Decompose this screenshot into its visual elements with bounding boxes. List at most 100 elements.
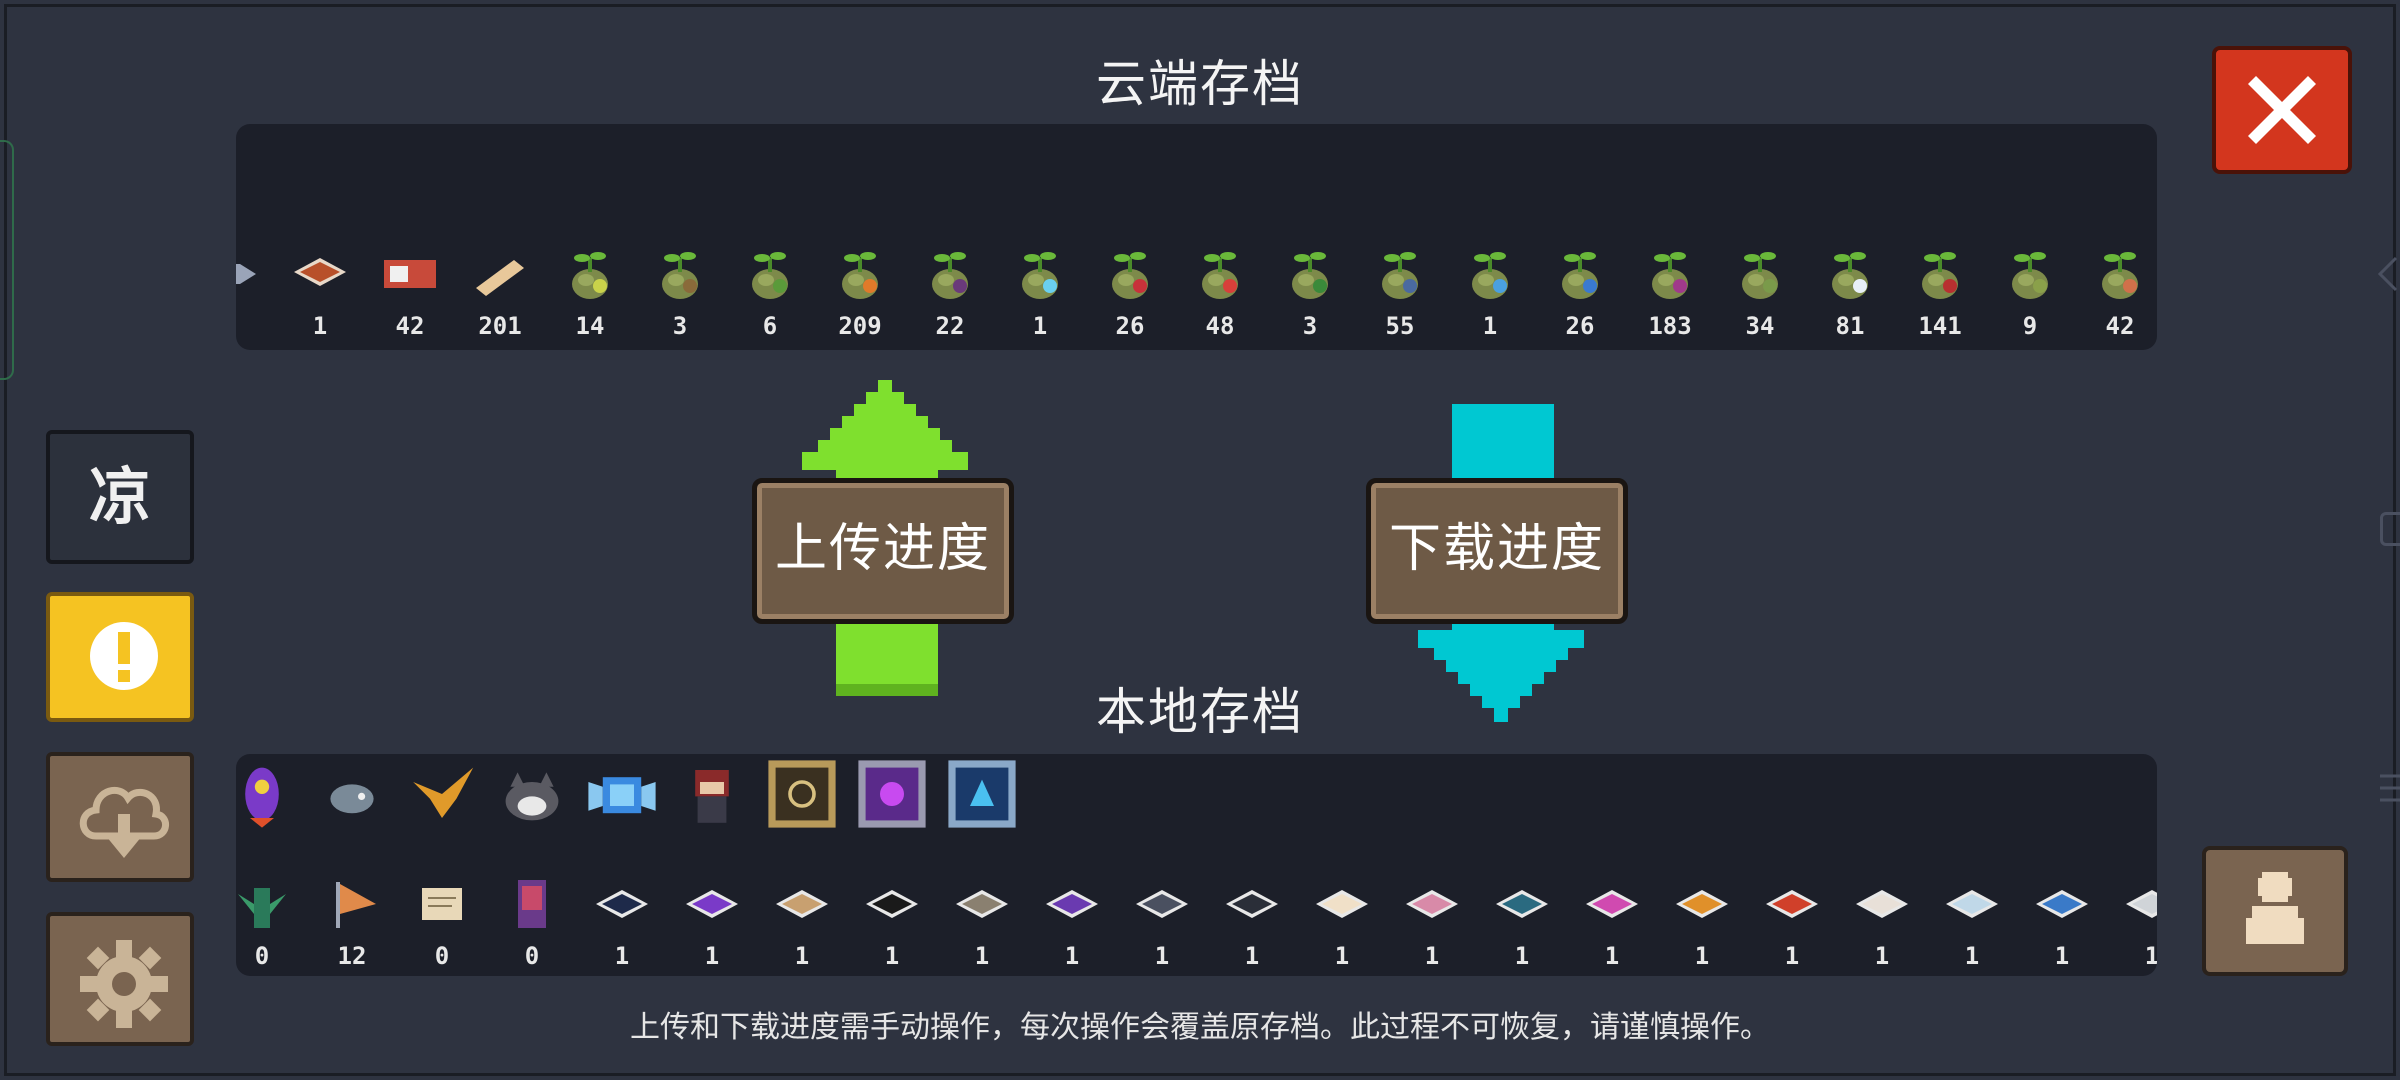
item-count: 1	[1064, 942, 1080, 970]
item-count: 1	[1424, 942, 1440, 970]
grey-cat-pet-icon	[496, 758, 568, 830]
inventory-item: 1	[1662, 874, 1742, 976]
inventory-item: 3	[640, 244, 720, 348]
pale-tile-icon	[2122, 874, 2157, 934]
white-red-tile-icon	[1852, 874, 1912, 934]
item-count: 1	[1154, 942, 1170, 970]
inventory-item	[582, 756, 662, 846]
cream-tile-icon	[1312, 874, 1372, 934]
inventory-item: 1	[1392, 874, 1472, 976]
item-count: 1	[704, 942, 720, 970]
seed-pod-blue-leaf-icon	[1550, 244, 1610, 304]
inventory-item	[236, 756, 302, 846]
seed-pod-purple-red-icon	[1640, 244, 1700, 304]
violet-tile-icon	[1042, 874, 1102, 934]
item-count: 6	[762, 312, 778, 340]
inventory-item	[942, 756, 1022, 846]
cloud-save-panel[interactable]: 2142201143620922126483551261833481141942	[236, 124, 2157, 350]
magenta-tile-icon	[1582, 874, 1642, 934]
inventory-item	[852, 756, 932, 846]
profile-button[interactable]	[2202, 846, 2348, 976]
item-count: 1	[974, 942, 990, 970]
wood-plank-icon	[470, 244, 530, 304]
light-blue-tile-icon	[1942, 874, 2002, 934]
inventory-item: 1	[582, 874, 662, 976]
inventory-item: 42	[2080, 244, 2157, 348]
logo-button[interactable]: 凉	[46, 430, 194, 564]
seed-pod-dark-flower-icon	[920, 244, 980, 304]
person-icon	[2246, 872, 2304, 944]
download-progress-button[interactable]: 下载进度	[1366, 478, 1628, 624]
exclamation-icon	[90, 622, 158, 690]
cloud-sync-button[interactable]	[46, 752, 194, 882]
inventory-item: 201	[460, 244, 540, 348]
warning-notice: 上传和下载进度需手动操作，每次操作会覆盖原存档。此过程不可恢复，请谨慎操作。	[630, 1010, 1770, 1045]
alert-button[interactable]	[46, 592, 194, 722]
pink-tile-icon	[1402, 874, 1462, 934]
purple-rocket-icon	[236, 758, 298, 830]
item-count: 3	[672, 312, 688, 340]
left-edge-line	[0, 140, 14, 380]
inventory-item: 42	[370, 244, 450, 348]
upload-progress-button[interactable]: 上传进度	[752, 478, 1014, 624]
inventory-item: 6	[730, 244, 810, 348]
blue-frame-skin-icon	[946, 758, 1018, 830]
inventory-item: 1	[2112, 874, 2157, 976]
inventory-item: 209	[820, 244, 900, 348]
inventory-item: 1	[1032, 874, 1112, 976]
item-count: 1	[884, 942, 900, 970]
inventory-item: 1	[1482, 874, 1562, 976]
item-count: 1	[312, 312, 328, 340]
inventory-item: 1	[1752, 874, 1832, 976]
item-count: 1	[1874, 942, 1890, 970]
item-count: 1	[614, 942, 630, 970]
gear-icon	[80, 940, 168, 1028]
close-button[interactable]	[2212, 46, 2352, 174]
inventory-item: 1	[1122, 874, 1202, 976]
orange-dragon-pet-icon	[406, 758, 478, 830]
inventory-item: 0	[492, 874, 572, 976]
inventory-item: 1	[1572, 874, 1652, 976]
settings-button[interactable]	[46, 912, 194, 1046]
inventory-item: 26	[1090, 244, 1170, 348]
seed-pod-yellow-sprout-icon	[560, 244, 620, 304]
inventory-item: 22	[910, 244, 990, 348]
menu-gesture-icon[interactable]	[2380, 768, 2400, 808]
seed-pod-green-icon	[740, 244, 800, 304]
inventory-item: 1	[1932, 874, 2012, 976]
item-count: 55	[1385, 312, 1415, 340]
ticket-card-icon	[380, 244, 440, 304]
item-count: 1	[794, 942, 810, 970]
arrow-tag-icon	[236, 244, 260, 304]
seed-pod-twig-icon	[650, 244, 710, 304]
cloud-download-icon	[79, 786, 169, 858]
inventory-item: 1	[280, 244, 360, 348]
item-count: 201	[478, 312, 522, 340]
inventory-item: 3	[1270, 244, 1350, 348]
purple-frame-skin-icon	[856, 758, 928, 830]
inventory-item	[312, 756, 392, 846]
seed-pod-blue-flower-icon	[1460, 244, 1520, 304]
orange-tile-icon	[1672, 874, 1732, 934]
inventory-item: 1	[852, 874, 932, 976]
item-count: 12	[337, 942, 367, 970]
item-count: 42	[2105, 312, 2135, 340]
home-gesture-icon[interactable]	[2380, 512, 2400, 546]
inventory-item: 1	[762, 874, 842, 976]
cloud-item-strip[interactable]: 2142201143620922126483551261833481141942	[236, 124, 2157, 350]
inventory-item: 1	[672, 874, 752, 976]
inventory-item: 14	[550, 244, 630, 348]
back-gesture-icon[interactable]	[2374, 254, 2400, 294]
red-tile-icon	[1762, 874, 1822, 934]
inventory-item: 0	[236, 874, 302, 976]
logo-text: 凉	[88, 460, 151, 533]
inventory-item: 9	[1990, 244, 2070, 348]
item-count: 0	[524, 942, 540, 970]
seed-pod-blue-orb-icon	[1010, 244, 1070, 304]
cloud-save-title: 云端存档	[1096, 55, 1304, 113]
inventory-item: 183	[1630, 244, 1710, 348]
blue-tile-icon	[2032, 874, 2092, 934]
seed-pod-carrot-icon	[830, 244, 890, 304]
